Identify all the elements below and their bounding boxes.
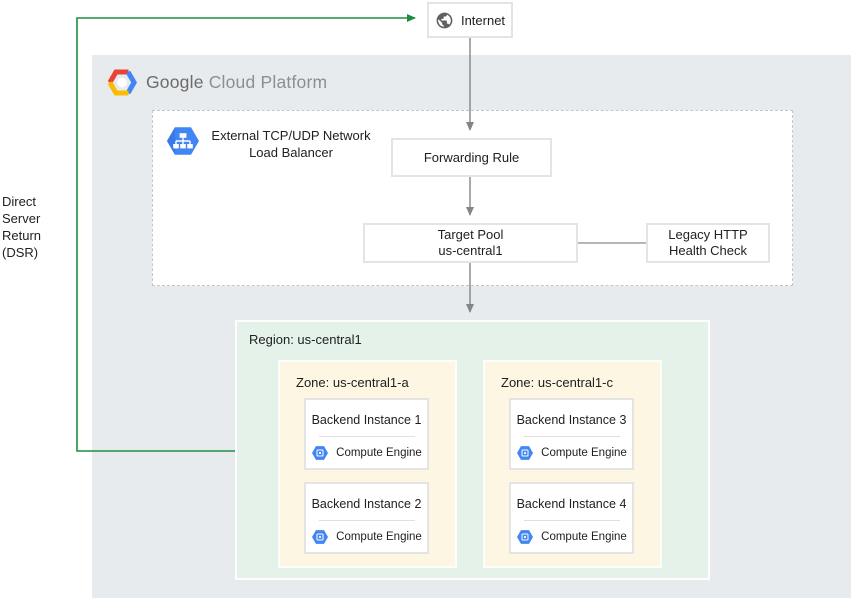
forwarding-rule-node: Forwarding Rule — [391, 138, 552, 177]
backend-instance-2-card: Backend Instance 2 Compute Engine — [304, 482, 429, 554]
backend-instance-1-card: Backend Instance 1 Compute Engine — [304, 398, 429, 470]
internet-label: Internet — [460, 12, 506, 28]
compute-engine-icon — [516, 529, 534, 545]
forwarding-rule-label: Forwarding Rule — [423, 149, 520, 165]
divider — [318, 520, 415, 521]
divider — [318, 436, 415, 437]
load-balancer-header: External TCP/UDP Network Load Balancer — [165, 125, 371, 161]
zone-box-us-central1-a: Zone: us-central1-a Backend Instance 1 C… — [278, 360, 457, 568]
target-pool-label: Target Pool — [437, 227, 504, 242]
region-label: Region: us-central1 — [249, 332, 362, 347]
health-check-label-line2: Health Check — [668, 243, 748, 258]
globe-icon — [435, 11, 454, 30]
compute-engine-label: Compute Engine — [541, 531, 627, 543]
gcp-logo: Google Cloud Platform — [107, 67, 327, 97]
compute-engine-label: Compute Engine — [336, 531, 422, 543]
divider — [523, 436, 620, 437]
compute-engine-label: Compute Engine — [541, 447, 627, 459]
network-load-balancer-icon — [165, 125, 201, 157]
compute-engine-icon — [311, 445, 329, 461]
backend-instance-title: Backend Instance 1 — [311, 413, 422, 427]
backend-instance-4-card: Backend Instance 4 Compute Engine — [509, 482, 634, 554]
health-check-node: Legacy HTTP Health Check — [646, 223, 770, 263]
load-balancer-title: External TCP/UDP Network Load Balancer — [211, 128, 371, 160]
backend-instance-title: Backend Instance 4 — [516, 497, 627, 511]
divider — [523, 520, 620, 521]
zone-box-us-central1-c: Zone: us-central1-c Backend Instance 3 C… — [483, 360, 662, 568]
backend-instance-3-card: Backend Instance 3 Compute Engine — [509, 398, 634, 470]
compute-engine-icon — [516, 445, 534, 461]
gcp-hexagon-logo-icon — [107, 68, 137, 96]
compute-engine-icon — [311, 529, 329, 545]
target-pool-node: Target Pool us-central1 — [363, 223, 578, 263]
gcp-brand-text: Google Cloud Platform — [146, 71, 328, 92]
health-check-label-line1: Legacy HTTP — [668, 227, 748, 242]
dsr-label: Direct Server Return (DSR) — [2, 194, 42, 260]
internet-node: Internet — [427, 2, 513, 38]
backend-instance-title: Backend Instance 2 — [311, 497, 422, 511]
backend-instance-title: Backend Instance 3 — [516, 413, 627, 427]
target-pool-region-label: us-central1 — [438, 243, 503, 258]
zone-a-label: Zone: us-central1-a — [296, 375, 409, 390]
zone-c-label: Zone: us-central1-c — [501, 375, 613, 390]
compute-engine-label: Compute Engine — [336, 447, 422, 459]
